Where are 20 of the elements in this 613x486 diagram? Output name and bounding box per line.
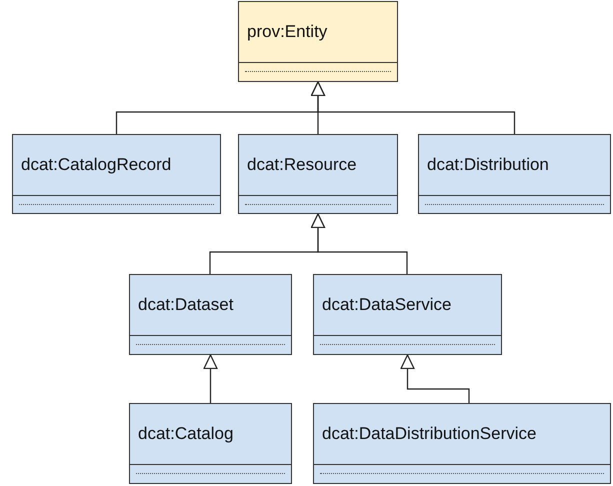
class-box xyxy=(12,134,221,214)
generalization-arrow xyxy=(310,213,408,274)
class-name: dcat:DataService xyxy=(322,295,452,315)
class-name: dcat:Catalog xyxy=(138,424,234,444)
generalization-arrow xyxy=(203,354,218,403)
class-box xyxy=(129,403,292,484)
class-name: dcat:Dataset xyxy=(138,295,234,315)
class-name: dcat:Distribution xyxy=(427,155,549,175)
class-box xyxy=(129,274,292,355)
class-name: prov:Entity xyxy=(247,22,328,42)
class-name: dcat:DataDistributionService xyxy=(322,424,536,444)
generalization-arrow xyxy=(400,354,470,403)
class-box xyxy=(238,134,398,214)
generalization-arrow xyxy=(310,81,516,134)
class-box xyxy=(238,1,398,82)
class-box xyxy=(313,403,611,484)
class-name: dcat:CatalogRecord xyxy=(21,155,172,175)
class-box xyxy=(418,134,611,214)
class-name: dcat:Resource xyxy=(247,155,357,175)
class-box xyxy=(313,274,502,355)
